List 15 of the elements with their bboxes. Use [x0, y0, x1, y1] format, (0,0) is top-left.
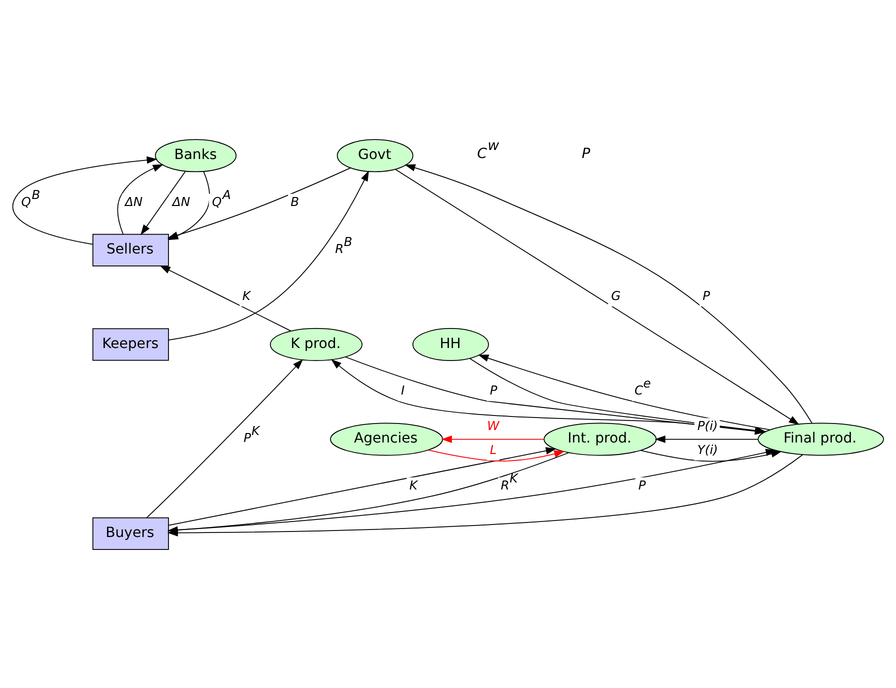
label: P [582, 146, 590, 162]
edge-label: P [490, 383, 498, 398]
edge-label: B [290, 194, 300, 208]
edge-label: P [702, 288, 710, 302]
edge-label: ΔN [172, 194, 190, 208]
edge-label: I [401, 383, 405, 398]
edge-label: W [487, 418, 500, 433]
edge-label: P [638, 478, 646, 492]
edge-label: K [409, 478, 418, 492]
edge-label: K [242, 288, 250, 302]
edge-label: P(i) [697, 418, 718, 433]
edge-label: ΔN [124, 194, 143, 208]
edge-label: Y(i) [697, 442, 718, 456]
edge-label: L [490, 442, 497, 456]
edge-label: G [611, 288, 621, 302]
